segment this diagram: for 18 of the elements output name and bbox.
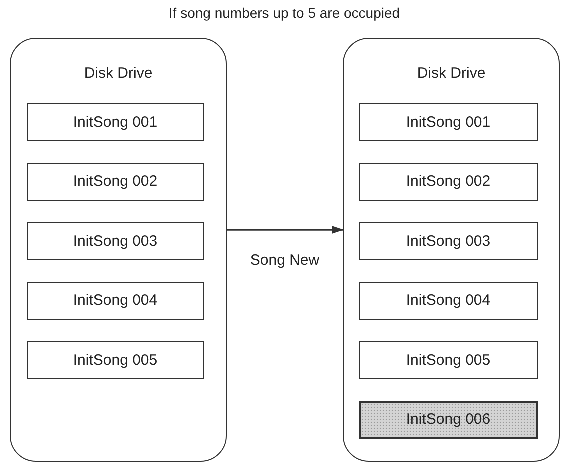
panel-heading: Disk Drive xyxy=(416,65,487,82)
song-box: InitSong 004 xyxy=(27,282,204,320)
panel-heading: Disk Drive xyxy=(83,65,154,82)
diagram-title: If song numbers up to 5 are occupied xyxy=(168,5,402,21)
song-box: InitSong 002 xyxy=(359,162,538,200)
song-box: InitSong 001 xyxy=(359,103,538,141)
highlighted-song-box: InitSong 006 xyxy=(359,400,538,438)
song-box: InitSong 002 xyxy=(27,162,204,200)
song-box: InitSong 005 xyxy=(27,341,204,379)
drive-panel xyxy=(10,38,227,462)
arrow xyxy=(227,226,344,234)
edge-label: Song New xyxy=(248,252,322,269)
song-box: InitSong 003 xyxy=(359,222,538,260)
song-box: InitSong 001 xyxy=(27,103,204,141)
drive-panel xyxy=(343,38,560,462)
song-box: InitSong 005 xyxy=(359,341,538,379)
song-box: InitSong 004 xyxy=(359,282,538,320)
song-box: InitSong 003 xyxy=(27,222,204,260)
